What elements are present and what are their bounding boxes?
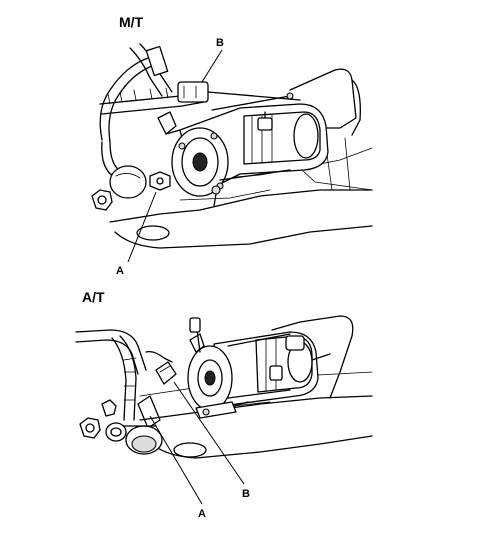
at-connector-b: [155, 361, 177, 385]
at-callout-b: B: [242, 488, 250, 500]
at-leader-b: [173, 381, 245, 485]
mt-callout-b: B: [216, 37, 224, 49]
mt-section: M/T: [91, 14, 373, 277]
at-heading: A/T: [82, 289, 105, 305]
mt-connector-b: [177, 81, 301, 103]
mt-starter-motor: [157, 92, 329, 207]
at-starter-motor: [187, 317, 331, 419]
at-wiring-harness: [75, 329, 173, 429]
at-leader-a: [149, 415, 203, 505]
mt-terminal-boot: [109, 165, 147, 199]
at-callout-a: A: [198, 508, 206, 520]
mt-heading: M/T: [119, 14, 144, 30]
mt-wiring-harness: [99, 43, 205, 179]
mt-terminal-nut-a: [149, 171, 171, 191]
mt-callout-a: A: [116, 265, 124, 277]
mt-mounting-bolt-nut: [91, 189, 113, 211]
mt-leader-a: [127, 191, 157, 263]
at-section: A/T: [75, 289, 373, 520]
at-terminal-boot: [123, 425, 163, 455]
mt-leader-b: [201, 49, 223, 83]
at-bolt-a: [105, 422, 127, 442]
at-mounting-nut: [79, 399, 117, 439]
